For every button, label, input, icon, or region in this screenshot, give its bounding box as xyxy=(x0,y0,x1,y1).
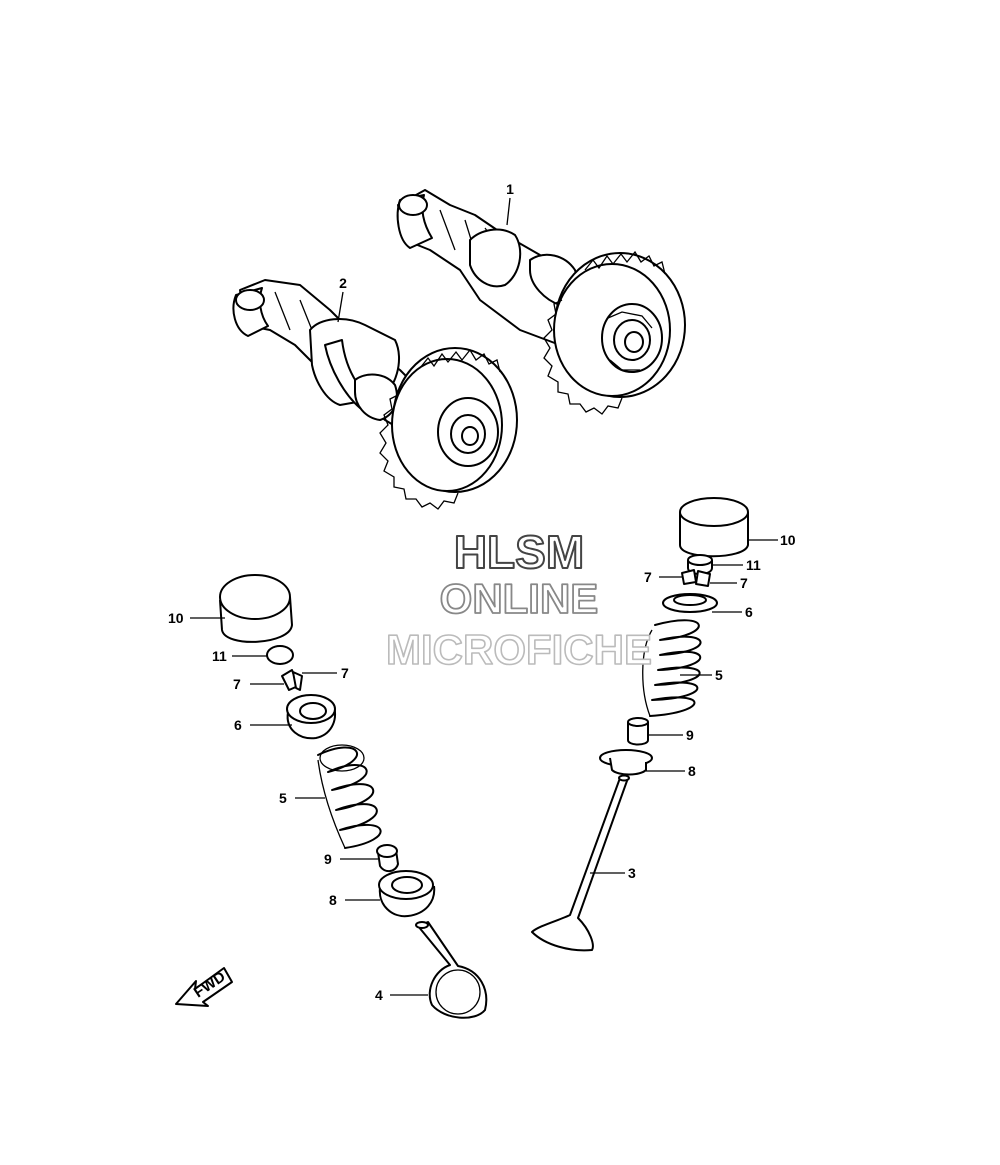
tappet-right[interactable] xyxy=(679,497,749,558)
callout-7: 7 xyxy=(740,575,748,591)
stem-seal-right[interactable] xyxy=(627,717,649,746)
valve-4[interactable] xyxy=(415,921,488,1019)
fwd-arrow: FWD xyxy=(175,967,233,1007)
leader-lines xyxy=(190,197,778,996)
retainer-right[interactable] xyxy=(662,593,718,613)
tappet-left[interactable] xyxy=(219,574,293,643)
callout-5: 5 xyxy=(715,667,723,683)
callout-5: 5 xyxy=(279,790,287,806)
watermark-line-1: HLSM xyxy=(454,526,584,578)
callout-10: 10 xyxy=(168,610,184,626)
spring-right[interactable] xyxy=(642,619,702,717)
watermark: HLSM ONLINE MICROFICHE xyxy=(385,525,653,674)
callout-1: 1 xyxy=(506,181,514,197)
spring-left[interactable] xyxy=(317,744,382,849)
callout-9: 9 xyxy=(324,851,332,867)
callout-7: 7 xyxy=(644,569,652,585)
callout-11: 11 xyxy=(212,648,227,664)
callout-7: 7 xyxy=(233,676,241,692)
callout-4: 4 xyxy=(375,987,383,1003)
shim-left[interactable] xyxy=(266,645,294,665)
spring-seat-right[interactable] xyxy=(599,749,653,776)
callout-2: 2 xyxy=(339,275,347,291)
valve-3[interactable] xyxy=(531,774,630,952)
callout-6: 6 xyxy=(234,717,242,733)
callout-7: 7 xyxy=(341,665,349,681)
spring-seat-left[interactable] xyxy=(378,870,436,918)
stem-seal-left[interactable] xyxy=(376,844,399,872)
callout-9: 9 xyxy=(686,727,694,743)
retainer-left[interactable] xyxy=(286,694,336,740)
watermark-line-2: ONLINE xyxy=(440,575,599,622)
callout-8: 8 xyxy=(688,763,696,779)
watermark-line-3: MICROFICHE xyxy=(386,626,652,673)
cotter-left[interactable] xyxy=(281,669,303,691)
camshaft-1[interactable] xyxy=(396,189,686,415)
callout-8: 8 xyxy=(329,892,337,908)
callout-10: 10 xyxy=(780,532,796,548)
cotter-right[interactable] xyxy=(681,569,711,587)
callout-labels: 1 2 10 11 7 7 6 5 9 8 3 10 11 7 7 6 5 9 … xyxy=(168,181,796,1003)
callout-3: 3 xyxy=(628,865,636,881)
callout-6: 6 xyxy=(745,604,753,620)
camshaft-2[interactable] xyxy=(232,279,518,510)
callout-11: 11 xyxy=(746,557,761,573)
